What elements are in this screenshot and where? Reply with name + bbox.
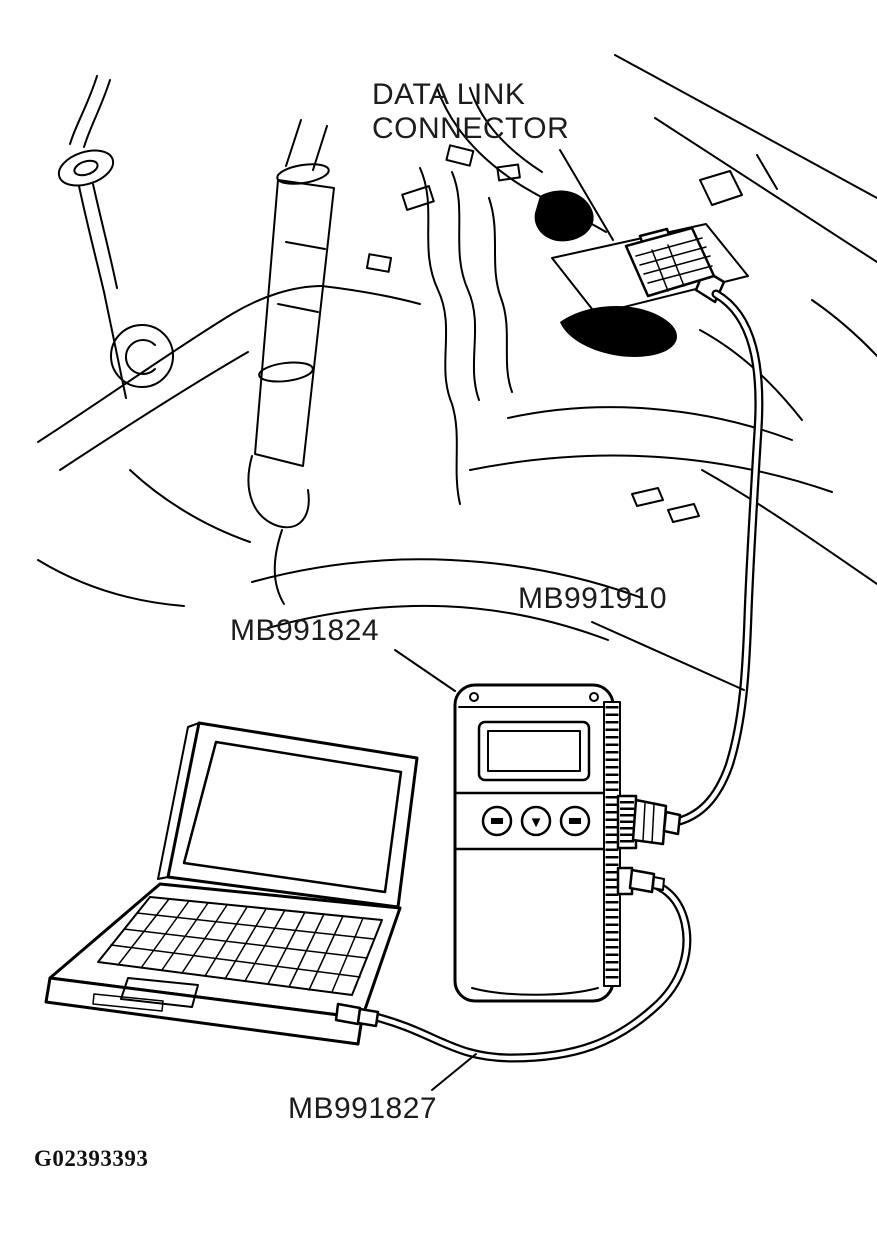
scan-tool-usb-port-art	[616, 866, 665, 896]
cable-mb991827-art	[367, 878, 692, 1063]
scan-tool-art: ▼	[453, 683, 621, 1003]
screw-icon	[589, 692, 599, 702]
cable-plug	[631, 798, 668, 846]
label-dlc-line2: CONNECTOR	[372, 111, 570, 145]
cable-plug	[356, 1007, 380, 1028]
leader-lines	[394, 149, 745, 1091]
figure-id: G02393393	[34, 1146, 149, 1171]
cable-plug	[628, 868, 656, 894]
laptop-art	[44, 721, 419, 1046]
enter-button	[559, 805, 591, 837]
cable-mb991910-art	[671, 289, 764, 827]
vehicle-interior-art	[37, 54, 877, 641]
leader-mb991824	[394, 649, 456, 692]
scan-tool-screen-bezel	[477, 720, 591, 782]
leader-mb991827	[431, 1053, 477, 1091]
label-dlc-line1: DATA LINK	[372, 78, 526, 111]
leader-dlc	[559, 149, 614, 241]
screw-icon	[469, 692, 479, 702]
grommet-ring	[110, 324, 174, 388]
laptop-front-slot	[92, 993, 164, 1012]
keyboard-keys	[110, 898, 375, 993]
leader-mb991910	[591, 621, 745, 691]
laptop-display	[182, 740, 403, 894]
label-mb991910: MB991910	[518, 582, 668, 615]
scan-tool-dlc-port-art	[616, 794, 682, 850]
label-data-link-connector: DATA LINK CONNECTOR	[372, 78, 569, 145]
label-mb991824: MB991824	[230, 614, 380, 647]
enter-button-glyph	[569, 818, 581, 824]
data-link-connector-art	[624, 226, 726, 304]
laptop-front-edge	[44, 976, 364, 1046]
esc-button-glyph	[491, 818, 503, 824]
esc-button	[481, 805, 513, 837]
down-button	[520, 805, 552, 837]
laptop-port	[334, 1002, 362, 1026]
scan-tool-screen	[487, 730, 581, 772]
dlc-body	[624, 226, 716, 298]
down-arrow-icon: ▼	[529, 814, 544, 831]
trackpad	[120, 977, 199, 1008]
label-mb991827: MB991827	[288, 1092, 438, 1125]
